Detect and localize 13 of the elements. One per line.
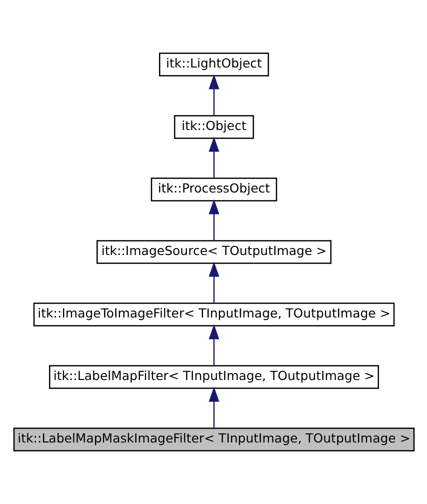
node-box: itk::ImageSource< TOutputImage > — [96, 240, 331, 264]
arrow — [208, 386, 219, 428]
node-box: itk::ProcessObject — [150, 178, 277, 202]
node-box: itk::ImageToImageFilter< TInputImage, TOutputImage > — [32, 302, 394, 326]
node-box: itk::LabelMapFilter< TInputImage, TOutputImage > — [48, 365, 378, 389]
arrow — [208, 74, 219, 116]
node-box: itk::LightObject — [158, 52, 268, 76]
arrow — [208, 262, 219, 303]
node-box: itk::Object — [174, 115, 254, 139]
arrow — [208, 324, 219, 366]
arrow — [208, 136, 219, 178]
node-box: itk::LabelMapMaskImageFilter< TInputImage, TOutputImage > — [12, 428, 414, 452]
arrow — [208, 199, 219, 240]
